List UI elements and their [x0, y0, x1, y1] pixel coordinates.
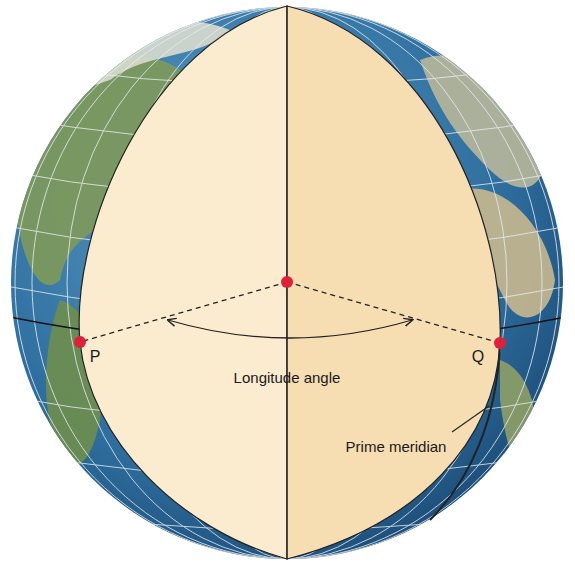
point-label: Q — [463, 347, 493, 366]
point-label: P — [80, 347, 110, 366]
meridian-label: Prime meridian — [341, 438, 451, 456]
angle-label: Longitude angle — [227, 369, 347, 387]
